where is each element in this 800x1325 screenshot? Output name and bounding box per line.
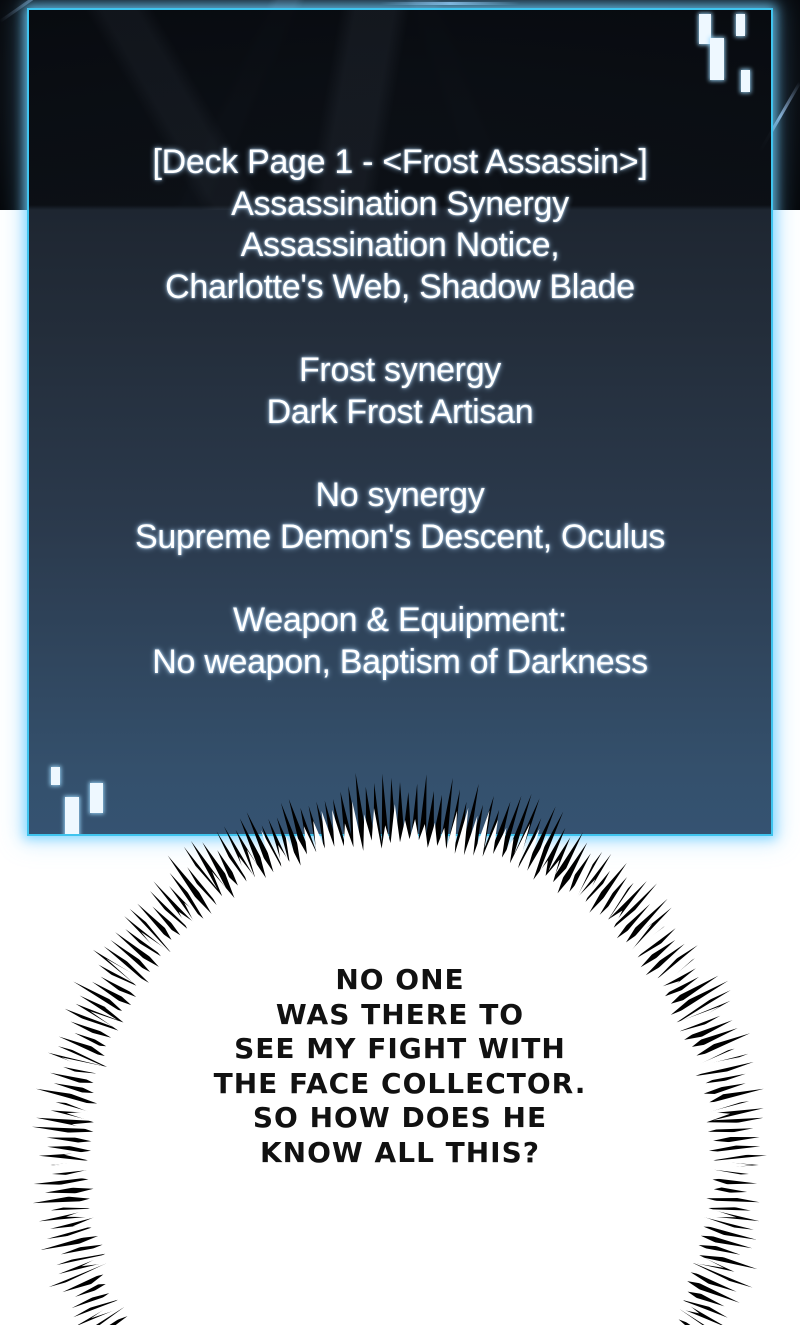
- bubble-line: KNOW ALL THIS?: [259, 1135, 541, 1169]
- section-heading: No synergy: [315, 476, 485, 514]
- section-line: Charlotte's Web, Shadow Blade: [165, 267, 635, 306]
- speech-bubble-text: NO ONE WAS THERE TO SEE MY FIGHT WITH TH…: [0, 963, 800, 1170]
- system-window-panel: [27, 8, 773, 836]
- panel-background-art: [29, 10, 771, 210]
- section-heading: Weapon & Equipment:: [233, 601, 567, 639]
- bubble-line: NO ONE: [335, 963, 465, 996]
- bubble-line: THE FACE COLLECTOR.: [213, 1066, 587, 1100]
- section-heading: Assassination Synergy: [231, 184, 569, 223]
- light-streak: [380, 2, 520, 5]
- section-line: Assassination Notice,: [240, 226, 560, 264]
- speech-bubble: [25, 765, 775, 1325]
- section-line: Dark Frost Artisan: [266, 392, 534, 431]
- spiky-bubble-outline: [31, 772, 767, 1325]
- section-line: Supreme Demon's Descent, Oculus: [134, 517, 666, 556]
- section-line: No weapon, Baptism of Darkness: [152, 642, 648, 681]
- section-heading: Frost synergy: [298, 351, 502, 389]
- deck-title: [Deck Page 1 - <Frost Assassin>]: [152, 143, 648, 181]
- deck-info-text: [Deck Page 1 - <Frost Assassin>] Assassi…: [0, 142, 800, 683]
- bubble-line: SO HOW DOES HE: [252, 1101, 548, 1134]
- bubble-line: WAS THERE TO: [275, 997, 525, 1031]
- bubble-line: SEE MY FIGHT WITH: [234, 1032, 566, 1065]
